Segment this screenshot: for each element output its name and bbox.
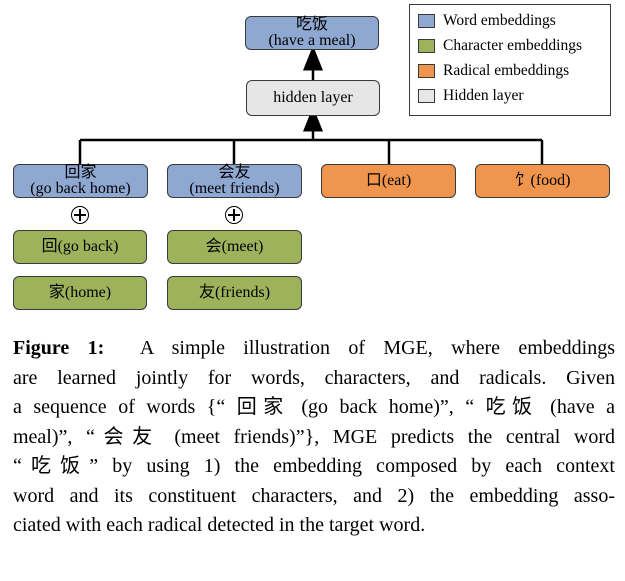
radical-box-1: 口(eat): [321, 164, 456, 198]
radical-1-label: 口(eat): [365, 172, 412, 189]
character-1-1-label: 回(go back): [41, 238, 119, 255]
radical-box-2: 饣(food): [475, 164, 610, 198]
context-word-box-1: 回家 (go back home): [13, 164, 148, 198]
legend-label-radical: Radical embeddings: [443, 62, 570, 79]
context-word-2-zh: 会友: [218, 164, 251, 181]
legend-label-word: Word embeddings: [443, 12, 556, 29]
caption-line-2: are learned jointly for words, character…: [13, 366, 615, 389]
legend-item-hidden: Hidden layer: [418, 86, 523, 106]
legend-label-hidden: Hidden layer: [443, 87, 524, 104]
caption-line-4: meal)”, “会友 (meet friends)”}, MGE predic…: [13, 425, 615, 448]
caption-line-1-text: A simple illustration of MGE, where embe…: [139, 337, 615, 359]
context-word-1-en: (go back home): [30, 180, 131, 197]
character-box-2-2: 友(friends): [167, 276, 302, 310]
plus-symbol-2: [225, 206, 243, 224]
character-box-1-2: 家(home): [13, 276, 147, 310]
radical-2-label: 饣(food): [514, 172, 571, 189]
character-1-2-label: 家(home): [48, 284, 112, 301]
legend-item-radical: Radical embeddings: [418, 61, 569, 81]
legend-item-word: Word embeddings: [418, 11, 556, 31]
character-2-2-label: 友(friends): [198, 284, 271, 301]
character-box-1-1: 回(go back): [13, 230, 147, 264]
caption-line-1: Figure 1: A simple illustration of MGE, …: [13, 334, 615, 364]
legend: Word embeddings Character embeddings Rad…: [409, 4, 611, 116]
caption-line-7: ciated with each radical detected in the…: [13, 514, 426, 536]
character-2-1-label: 会(meet): [205, 238, 264, 255]
target-word-box: 吃饭 (have a meal): [245, 16, 379, 50]
plus-symbol-1: [71, 206, 89, 224]
character-box-2-1: 会(meet): [167, 230, 302, 264]
caption-line-6: word and its constituent characters, and…: [13, 484, 615, 507]
legend-item-character: Character embeddings: [418, 36, 582, 56]
target-word-en: (have a meal): [268, 32, 356, 49]
hidden-layer-box: hidden layer: [246, 80, 380, 116]
context-word-box-2: 会友 (meet friends): [167, 164, 302, 198]
caption-line-3: a sequence of words {“ 回家 (go back home)…: [13, 396, 615, 418]
legend-swatch-word: [418, 14, 435, 28]
figure-caption: Figure 1: A simple illustration of MGE, …: [13, 334, 615, 541]
context-word-2-en: (meet friends): [189, 180, 280, 197]
figure-label: Figure 1:: [13, 337, 105, 359]
legend-swatch-hidden: [418, 89, 435, 103]
context-word-1-zh: 回家: [64, 164, 97, 181]
hidden-layer-label: hidden layer: [273, 89, 353, 106]
legend-swatch-radical: [418, 64, 435, 78]
legend-label-character: Character embeddings: [443, 37, 583, 54]
connector-lines: [78, 45, 544, 164]
caption-line-5: “吃饭” by using 1) the embedding composed …: [13, 455, 615, 477]
legend-swatch-character: [418, 39, 435, 53]
target-word-zh: 吃饭: [295, 16, 328, 33]
